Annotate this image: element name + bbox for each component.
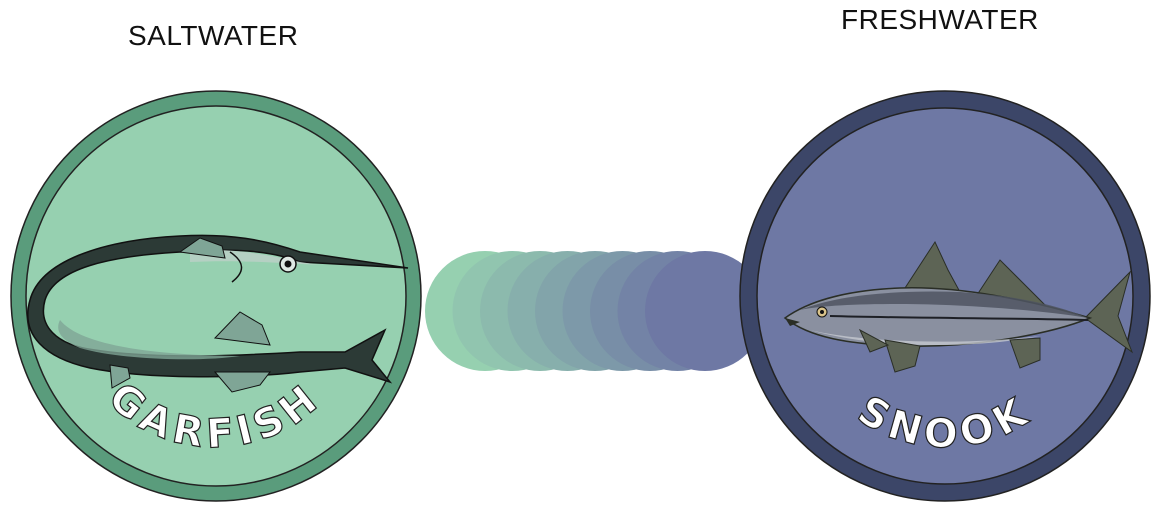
- freshwater-badge: SNOOK: [740, 91, 1150, 501]
- saltwater-badge: GARFISH: [11, 91, 421, 501]
- connector-circles: [425, 251, 765, 371]
